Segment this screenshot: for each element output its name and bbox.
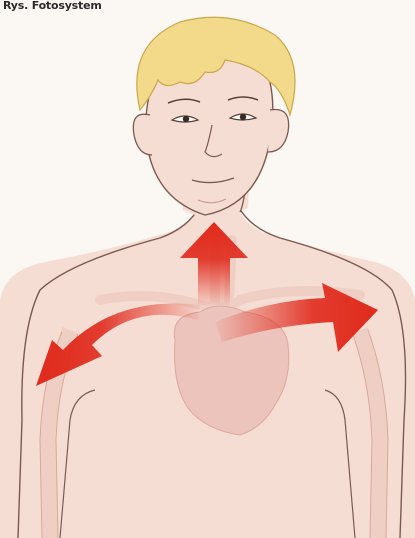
right-pupil (240, 114, 246, 120)
left-ear (133, 114, 152, 155)
right-ear (268, 109, 289, 152)
left-pupil (183, 116, 189, 122)
